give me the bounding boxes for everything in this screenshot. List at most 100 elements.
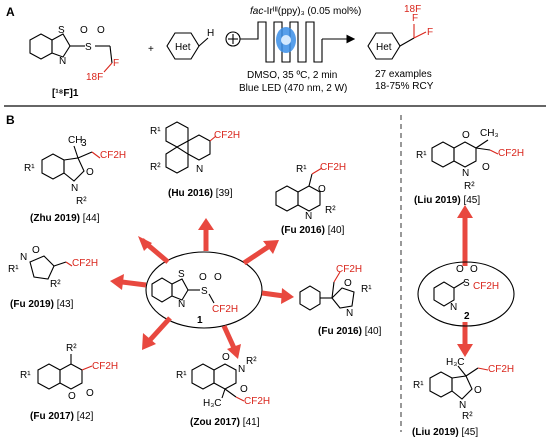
svg-text:CF2H: CF2H — [212, 304, 238, 315]
catalyst-text: fac-Irᴵᴵᴵ(ppy)₃ (0.05 mol%) — [250, 6, 361, 17]
svg-text:O: O — [86, 388, 94, 399]
f18-superscript: 18F — [86, 72, 103, 83]
h-atom-label: H — [207, 28, 214, 39]
svg-text:O: O — [474, 385, 482, 396]
svg-text:O: O — [32, 245, 40, 256]
svg-text:O: O — [86, 167, 94, 178]
svg-text:H₃C: H₃C — [446, 357, 465, 368]
svg-text:O: O — [199, 272, 207, 283]
product-fu-2016-b: CF2H O N R¹ — [299, 264, 372, 319]
svg-text:O: O — [97, 25, 105, 36]
svg-text:O: O — [344, 278, 352, 289]
svg-text:CF2H: CF2H — [214, 130, 240, 141]
svg-text:F: F — [412, 13, 418, 24]
reagent-1-number: 1 — [197, 315, 203, 326]
panel-a-label: A — [6, 5, 15, 19]
svg-text:CF2H: CF2H — [320, 162, 346, 173]
citation-fu-2016-b: (Fu 2016) [40] — [318, 326, 382, 337]
svg-text:CF2H: CF2H — [336, 264, 362, 275]
reagent-2-structure: N S O O — [433, 264, 478, 313]
svg-text:N: N — [459, 400, 466, 411]
product-fu-2017: R² CF2H O O R¹ — [20, 343, 118, 402]
svg-text:CF2H: CF2H — [92, 361, 118, 372]
svg-text:O: O — [222, 352, 230, 363]
svg-text:R¹: R¹ — [176, 370, 187, 381]
svg-text:CF2H: CF2H — [473, 281, 499, 292]
svg-text:R¹: R¹ — [296, 164, 307, 175]
result-line-2: 18-75% RCY — [375, 81, 434, 92]
svg-text:N: N — [450, 302, 457, 313]
svg-text:CF2H: CF2H — [244, 396, 270, 407]
svg-text:O: O — [470, 264, 478, 275]
product-liu-2019-top: O CH₃ CF2H O N R² R¹ — [416, 128, 524, 192]
svg-text:R²: R² — [325, 205, 336, 216]
citation-fu-2016-a: (Fu 2016) [40] — [281, 225, 345, 236]
svg-text:N: N — [196, 164, 203, 175]
citation-liu-2019-bottom: (Liu 2019) [45] — [412, 427, 478, 438]
reagent-2-number: 2 — [464, 311, 470, 322]
citation-zhu-2019: (Zhu 2019) [44] — [30, 213, 100, 224]
svg-text:O: O — [318, 184, 326, 195]
svg-text:S: S — [463, 278, 470, 289]
svg-text:N: N — [71, 183, 78, 194]
svg-text:S: S — [85, 42, 92, 53]
svg-text:H₃C: H₃C — [203, 398, 222, 409]
svg-text:R¹: R¹ — [416, 150, 427, 161]
svg-text:3: 3 — [81, 138, 87, 149]
result-line-1: 27 examples — [375, 69, 432, 80]
product-fu-2016-a: CF2H R¹ O N R² — [275, 162, 346, 222]
f-label: F — [113, 58, 119, 69]
svg-text:CF2H: CF2H — [100, 150, 126, 161]
svg-text:O: O — [456, 264, 464, 275]
product-zhu-2019: CH3 CF2H O N R² R¹ — [24, 135, 126, 207]
citation-fu-2017: (Fu 2017) [42] — [30, 411, 94, 422]
plus-sign: + — [148, 44, 154, 55]
svg-text:S: S — [178, 269, 185, 280]
het-label: Het — [175, 42, 191, 53]
svg-text:S: S — [201, 286, 208, 297]
svg-text:CF2H: CF2H — [488, 364, 514, 375]
svg-text:R²: R² — [464, 181, 475, 192]
reagent-18f-1-structure: S N S O O 18F F — [29, 25, 119, 83]
reagent-label: [¹⁸F]1 — [52, 88, 79, 99]
svg-text:Het: Het — [376, 42, 392, 53]
svg-text:R¹: R¹ — [150, 126, 161, 137]
svg-text:CH₃: CH₃ — [480, 128, 499, 139]
svg-text:O: O — [462, 130, 470, 141]
svg-text:R¹: R¹ — [8, 264, 19, 275]
citation-hu-2016: (Hu 2016) [39] — [168, 188, 233, 199]
panel-b-label: B — [6, 113, 15, 127]
svg-text:N: N — [346, 308, 353, 319]
radiating-arrows — [110, 205, 473, 359]
product-fu-2019: CF2H O N R¹ R² — [8, 245, 98, 290]
svg-text:R²: R² — [462, 411, 473, 422]
svg-text:CF2H: CF2H — [498, 148, 524, 159]
svg-text:R²: R² — [246, 356, 257, 367]
svg-text:O: O — [240, 384, 248, 395]
svg-text:R¹: R¹ — [413, 380, 424, 391]
center-reagent-ellipse — [145, 251, 263, 329]
citation-liu-2019-top: (Liu 2019) [45] — [414, 195, 480, 206]
svg-text:R²: R² — [50, 279, 61, 290]
svg-text:CF2H: CF2H — [72, 258, 98, 269]
svg-text:N: N — [178, 299, 185, 310]
svg-text:18F: 18F — [404, 4, 421, 15]
svg-text:CH: CH — [68, 135, 82, 146]
svg-text:N: N — [59, 56, 66, 67]
citation-fu-2019: (Fu 2019) [43] — [10, 299, 74, 310]
svg-text:O: O — [80, 25, 88, 36]
svg-text:R²: R² — [66, 343, 77, 354]
svg-text:R²: R² — [76, 196, 87, 207]
svg-text:N: N — [238, 364, 245, 375]
flow-reactor — [225, 21, 356, 63]
condition-line-2: Blue LED (470 nm, 2 W) — [239, 83, 347, 94]
product-liu-2019-bottom: H₃C CF2H O N R² R¹ — [413, 357, 514, 422]
condition-line-1: DMSO, 35 ºC, 2 min — [247, 70, 337, 81]
svg-text:O: O — [482, 162, 490, 173]
svg-text:R²: R² — [150, 162, 161, 173]
product-hu-2016: CF2H N R¹ R² — [150, 121, 240, 175]
blue-led-bulb-icon — [281, 35, 291, 45]
svg-text:O: O — [214, 272, 222, 283]
svg-text:R¹: R¹ — [20, 370, 31, 381]
